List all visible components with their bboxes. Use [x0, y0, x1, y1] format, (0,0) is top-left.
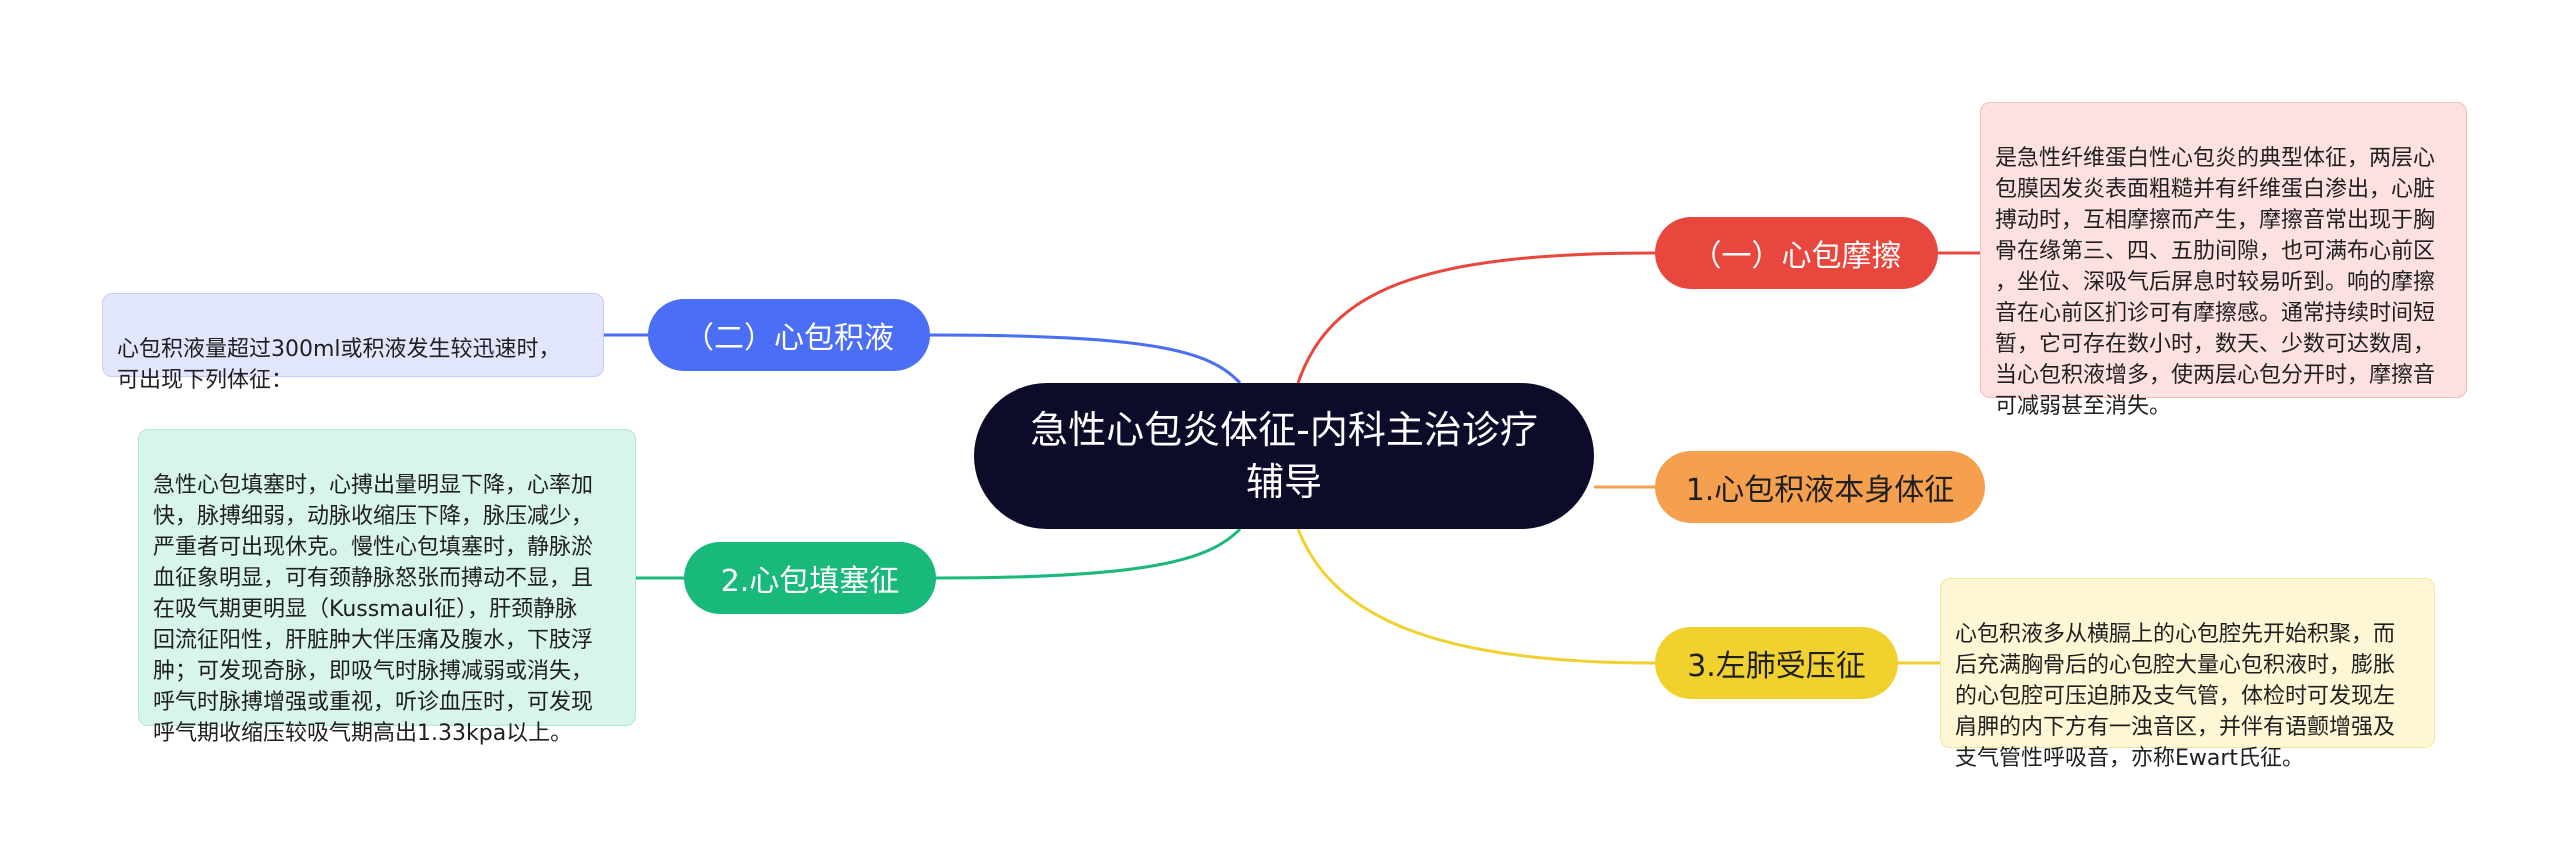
root-topic[interactable]: 急性心包炎体征-内科主治诊疗辅导 [974, 383, 1594, 529]
connector-b3 [1296, 528, 1656, 665]
note-cardiac-tamponade[interactable]: 急性心包填塞时，心搏出量明显下降，心率加 快，脉搏细弱，动脉收缩压下降，脉压减少… [138, 429, 636, 746]
branch-cardiac-tamponade[interactable]: 2.心包填塞征 [684, 542, 936, 614]
connector-b1 [1296, 251, 1656, 384]
note-pericardial-friction[interactable]: 是急性纤维蛋白性心包炎的典型体征，两层心 包膜因发炎表面粗糙并有纤维蛋白渗出，心… [1980, 102, 2467, 419]
note-left-lung-compression-text: 心包积液多从横膈上的心包腔先开始积聚，而 后充满胸骨后的心包腔大量心包积液时，膨… [1955, 622, 2396, 771]
branch-pericardial-friction-label: （一）心包摩擦 [1691, 239, 1902, 274]
branch-pericardial-effusion-label: （二）心包积液 [684, 321, 894, 356]
root-topic-label: 急性心包炎体征-内科主治诊疗辅导 [1030, 408, 1538, 504]
branch-pericardial-friction[interactable]: （一）心包摩擦 [1655, 217, 1938, 289]
connector-b4 [929, 333, 1242, 385]
branch-effusion-signs[interactable]: 1.心包积液本身体征 [1655, 451, 1985, 523]
note-left-lung-compression[interactable]: 心包积液多从横膈上的心包腔先开始积聚，而 后充满胸骨后的心包腔大量心包积液时，膨… [1940, 578, 2435, 771]
branch-cardiac-tamponade-label: 2.心包填塞征 [720, 564, 900, 599]
branch-effusion-signs-label: 1.心包积液本身体征 [1685, 473, 1955, 508]
note-pericardial-effusion-text: 心包积液量超过300ml或积液发生较迅速时， 可出现下列体征： [117, 337, 561, 393]
note-pericardial-friction-text: 是急性纤维蛋白性心包炎的典型体征，两层心 包膜因发炎表面粗糙并有纤维蛋白渗出，心… [1995, 146, 2436, 419]
note-cardiac-tamponade-text: 急性心包填塞时，心搏出量明显下降，心率加 快，脉搏细弱，动脉收缩压下降，脉压减少… [153, 473, 594, 746]
branch-left-lung-compression[interactable]: 3.左肺受压征 [1655, 627, 1898, 699]
note-pericardial-effusion[interactable]: 心包积液量超过300ml或积液发生较迅速时， 可出现下列体征： [102, 293, 604, 393]
branch-left-lung-compression-label: 3.左肺受压征 [1687, 649, 1866, 684]
connector-b5 [935, 527, 1242, 580]
branch-pericardial-effusion[interactable]: （二）心包积液 [648, 299, 930, 371]
